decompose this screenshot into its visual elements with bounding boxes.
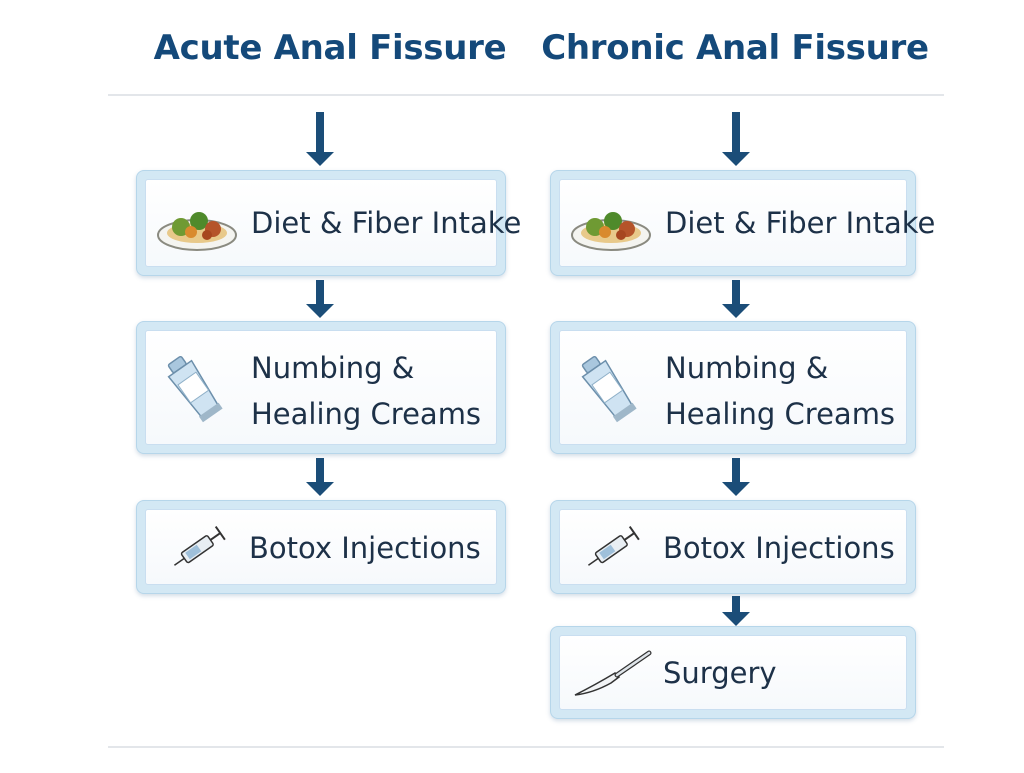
step-label-line1: Numbing &: [251, 351, 415, 385]
syringe-icon: [587, 525, 640, 566]
step-label: Surgery: [663, 656, 777, 690]
step-label: Botox Injections: [249, 531, 481, 565]
step-label: Diet & Fiber Intake: [251, 206, 522, 240]
acute-column-title: Acute Anal Fissure: [153, 28, 507, 68]
food-plate-icon: [571, 212, 651, 251]
step-label: Diet & Fiber Intake: [665, 206, 936, 240]
arrow-down-icon: [722, 112, 750, 166]
cream-tube-icon: [167, 355, 223, 423]
top-divider: [108, 94, 944, 96]
arrow-down-icon: [306, 112, 334, 166]
acute-step-creams: Numbing & Healing Creams: [136, 321, 506, 454]
step-label-line2: Healing Creams: [665, 397, 896, 431]
step-label: Botox Injections: [663, 531, 895, 565]
bottom-divider: [108, 746, 944, 748]
arrow-down-icon: [306, 458, 334, 496]
chronic-step-diet: Diet & Fiber Intake: [550, 170, 935, 276]
acute-step-botox: Botox Injections: [136, 500, 506, 594]
cream-tube-icon: [581, 355, 637, 423]
arrow-down-icon: [722, 596, 750, 626]
step-label-line1: Numbing &: [665, 351, 829, 385]
chronic-column-title: Chronic Anal Fissure: [541, 28, 929, 68]
arrow-down-icon: [306, 280, 334, 318]
arrow-down-icon: [722, 280, 750, 318]
acute-step-diet: Diet & Fiber Intake: [136, 170, 521, 276]
chronic-step-botox: Botox Injections: [550, 500, 916, 594]
chronic-step-creams: Numbing & Healing Creams: [550, 321, 916, 454]
food-plate-icon: [157, 212, 237, 251]
scalpel-icon: [574, 650, 652, 696]
step-label-line2: Healing Creams: [251, 397, 482, 431]
syringe-icon: [173, 525, 226, 566]
chronic-step-surgery: Surgery: [550, 626, 916, 719]
arrow-down-icon: [722, 458, 750, 496]
